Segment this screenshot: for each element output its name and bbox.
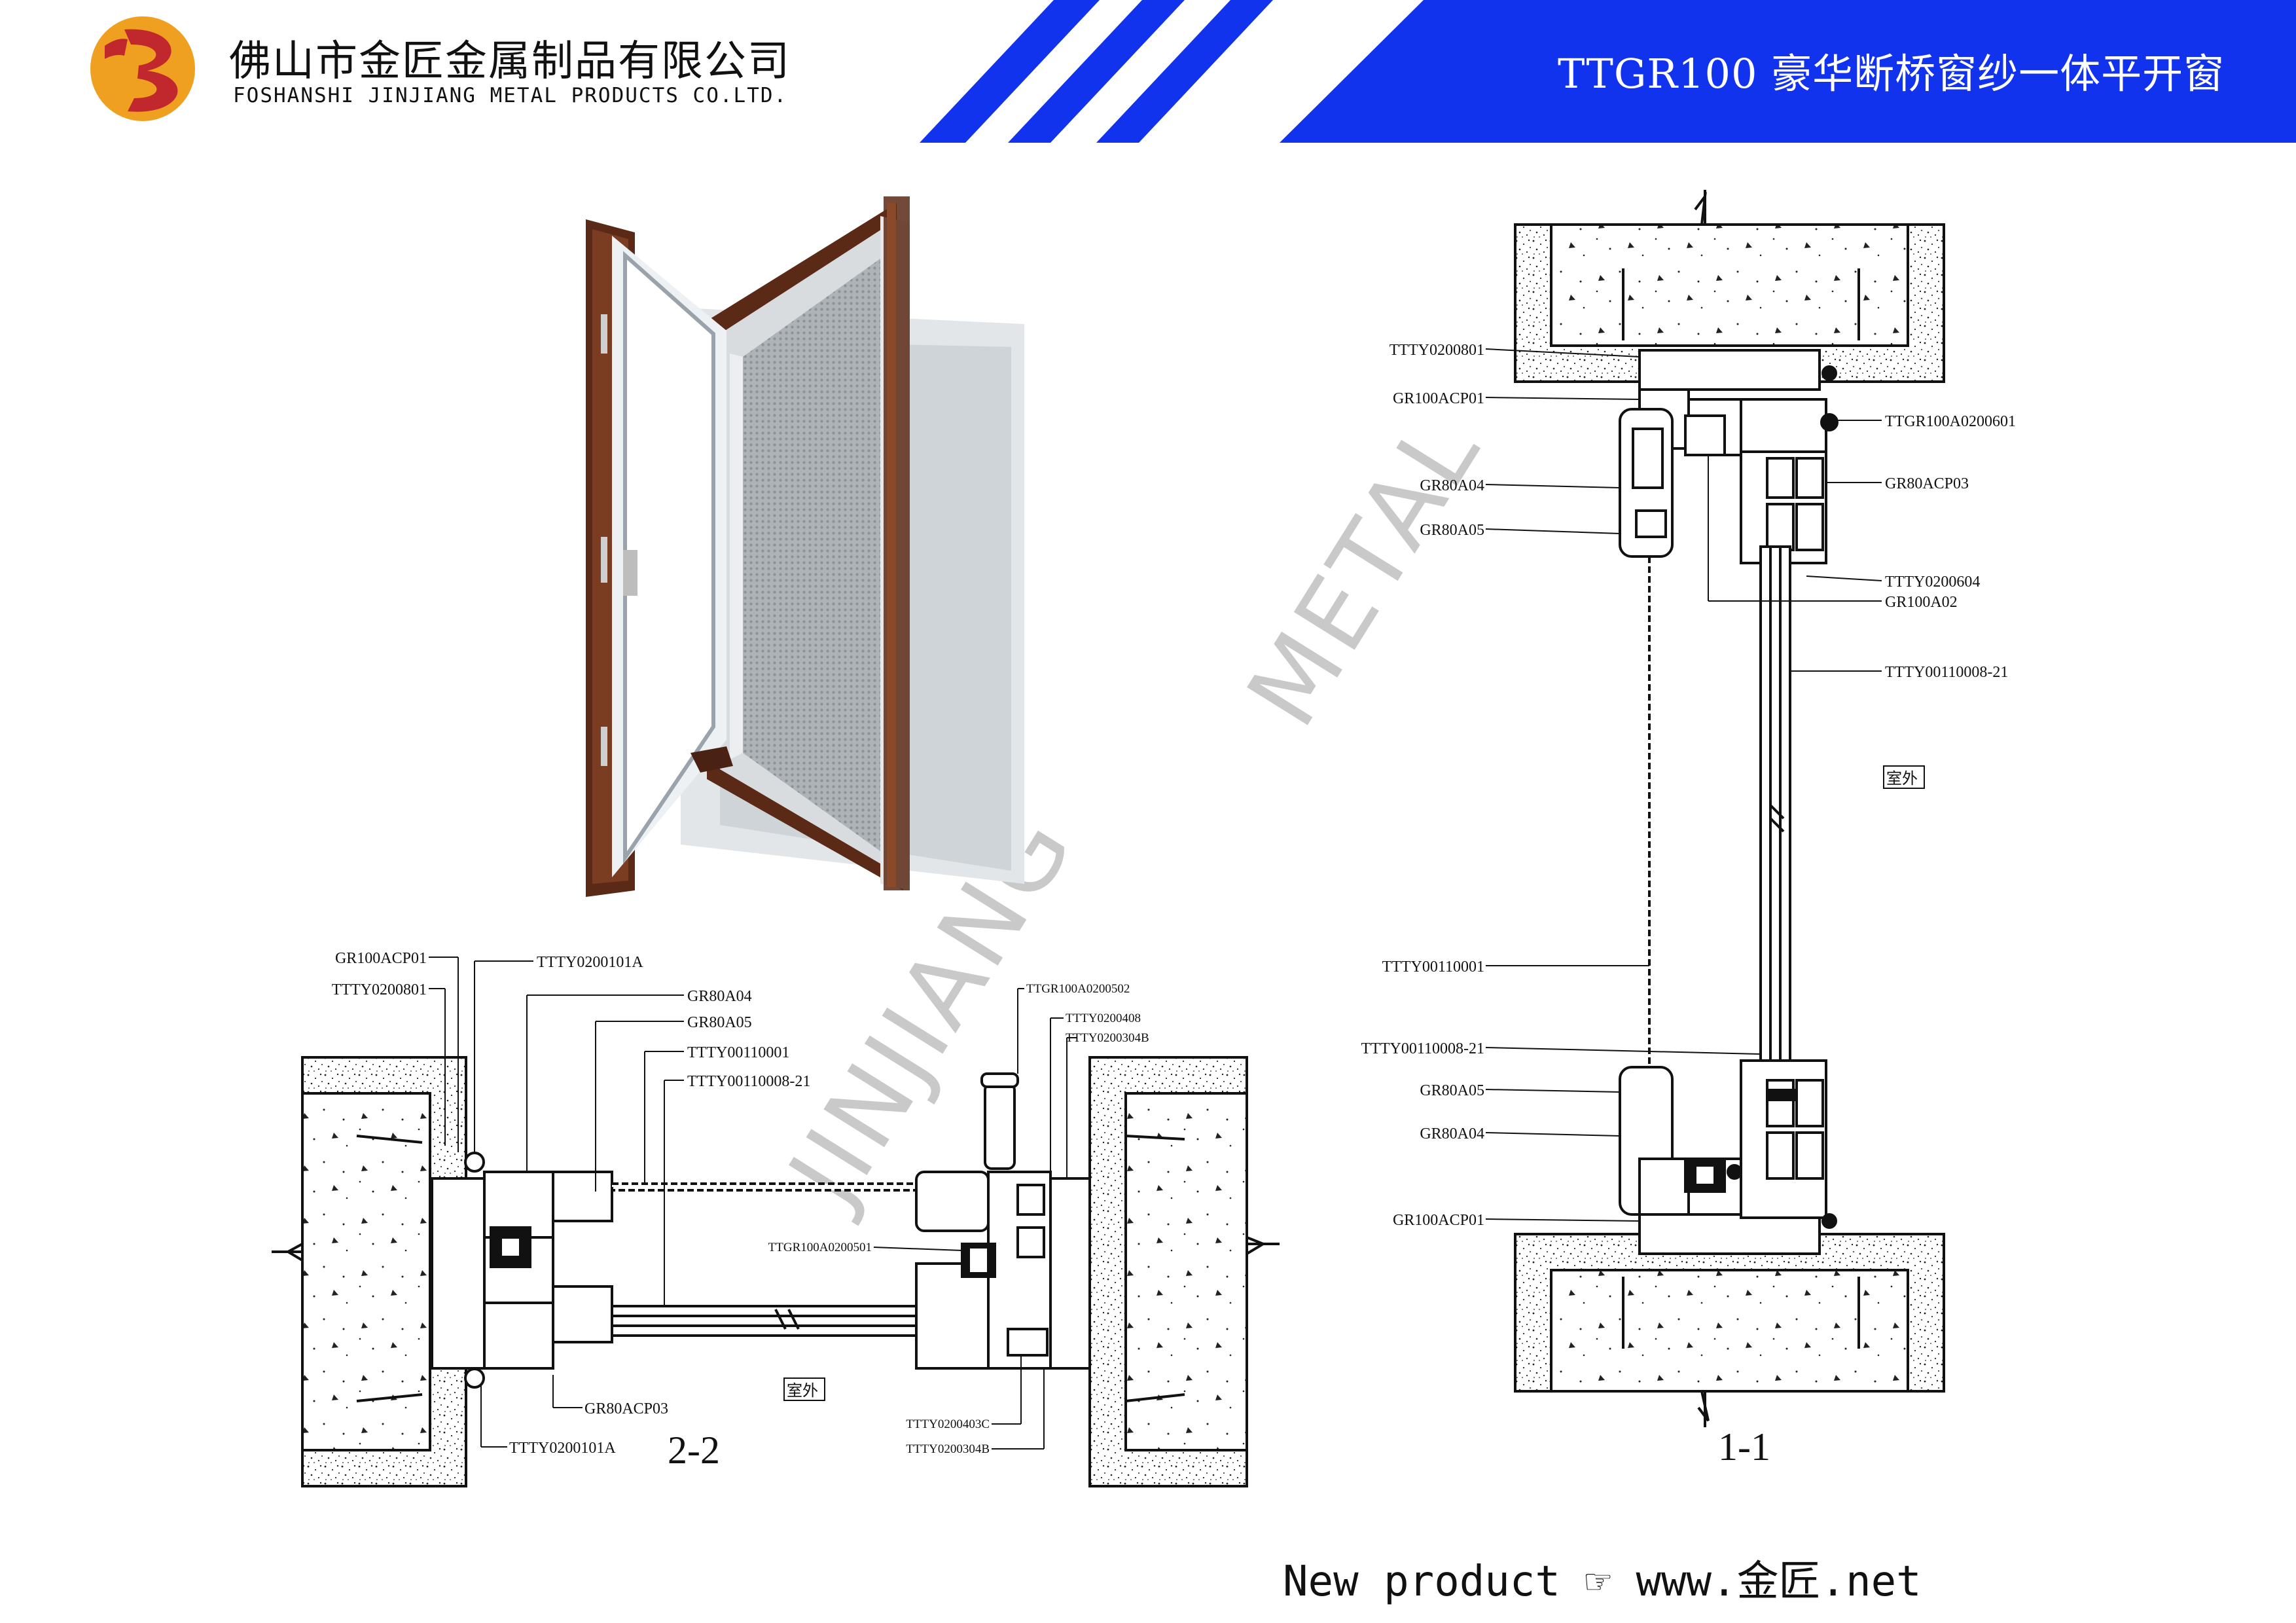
svg-text:TTTY00110008-21: TTTY00110008-21	[1885, 664, 2008, 681]
svg-text:TTTY0200801: TTTY0200801	[1390, 342, 1484, 359]
section-1-1	[1514, 190, 1945, 1427]
company-name-english: FOSHANSHI JINJIANG METAL PRODUCTS CO.LTD…	[233, 84, 788, 107]
svg-text:TTTY00110001: TTTY00110001	[1382, 958, 1484, 976]
svg-text:TTTY0200304B: TTTY0200304B	[1066, 1031, 1149, 1045]
svg-text:METAL: METAL	[1226, 397, 1503, 746]
svg-text:GR80ACP03: GR80ACP03	[584, 1400, 668, 1417]
header-band	[90, 0, 2296, 143]
section-2-2-leaders	[429, 957, 1077, 1450]
svg-text:TTTY00110008-21: TTTY00110008-21	[1361, 1040, 1484, 1057]
svg-text:GR100ACP01: GR100ACP01	[1393, 1212, 1484, 1229]
svg-text:TTTY00110001: TTTY00110001	[687, 1044, 789, 1061]
company-logo	[90, 16, 195, 121]
svg-text:GR80ACP03: GR80ACP03	[1885, 475, 1969, 492]
window-product-photo	[586, 196, 1024, 897]
section-2-2-labels: GR100ACP01 TTTY0200801 TTTY0200101A GR80…	[332, 950, 1149, 1472]
svg-text:GR80A05: GR80A05	[687, 1014, 752, 1031]
svg-text:TTGR100A0200601: TTGR100A0200601	[1885, 413, 2016, 430]
svg-text:TTTY0200408: TTTY0200408	[1066, 1012, 1141, 1025]
section-1-1-labels: TTTY0200801 GR100ACP01 GR80A04 GR80A05 T…	[1361, 342, 2016, 1468]
section-title-1-1: 1-1	[1718, 1425, 1770, 1468]
svg-text:TTTY0200101A: TTTY0200101A	[509, 1440, 616, 1457]
svg-text:GR80A05: GR80A05	[1420, 1082, 1484, 1099]
svg-text:TTGR100A0200501: TTGR100A0200501	[768, 1241, 872, 1254]
svg-text:TTTY00110008-21: TTTY00110008-21	[687, 1073, 810, 1090]
company-name-chinese: 佛山市金匠金属制品有限公司	[229, 37, 791, 86]
section-2-2	[272, 1056, 1280, 1487]
svg-text:GR80A05: GR80A05	[1420, 522, 1484, 539]
svg-text:TTTY0200403C: TTTY0200403C	[906, 1417, 990, 1431]
svg-text:TTTY0200801: TTTY0200801	[332, 981, 427, 998]
svg-text:TTTY0200304B: TTTY0200304B	[906, 1442, 990, 1456]
section-title-2-2: 2-2	[668, 1429, 720, 1472]
svg-text:GR100ACP01: GR100ACP01	[1393, 390, 1484, 407]
svg-text:GR80A04: GR80A04	[687, 988, 752, 1005]
svg-text:TTTY0200604: TTTY0200604	[1885, 574, 1980, 591]
svg-text:GR80A04: GR80A04	[1420, 1125, 1484, 1142]
outdoor-label-2-2: 室外	[787, 1382, 818, 1400]
section-1-1-leaders	[1485, 348, 1882, 1222]
outdoor-label-1-1: 室外	[1886, 770, 1918, 788]
svg-text:GR100ACP01: GR100ACP01	[335, 950, 427, 967]
svg-text:GR100A02: GR100A02	[1885, 594, 1958, 611]
product-title: TTGR100 豪华断桥窗纱一体平开窗	[1558, 50, 2225, 98]
svg-text:TTTY0200101A: TTTY0200101A	[537, 954, 643, 971]
svg-text:GR80A04: GR80A04	[1420, 477, 1484, 494]
svg-text:TTGR100A0200502: TTGR100A0200502	[1026, 982, 1130, 996]
footer-text: New product ☞ www.金匠.net	[1283, 1558, 1922, 1606]
